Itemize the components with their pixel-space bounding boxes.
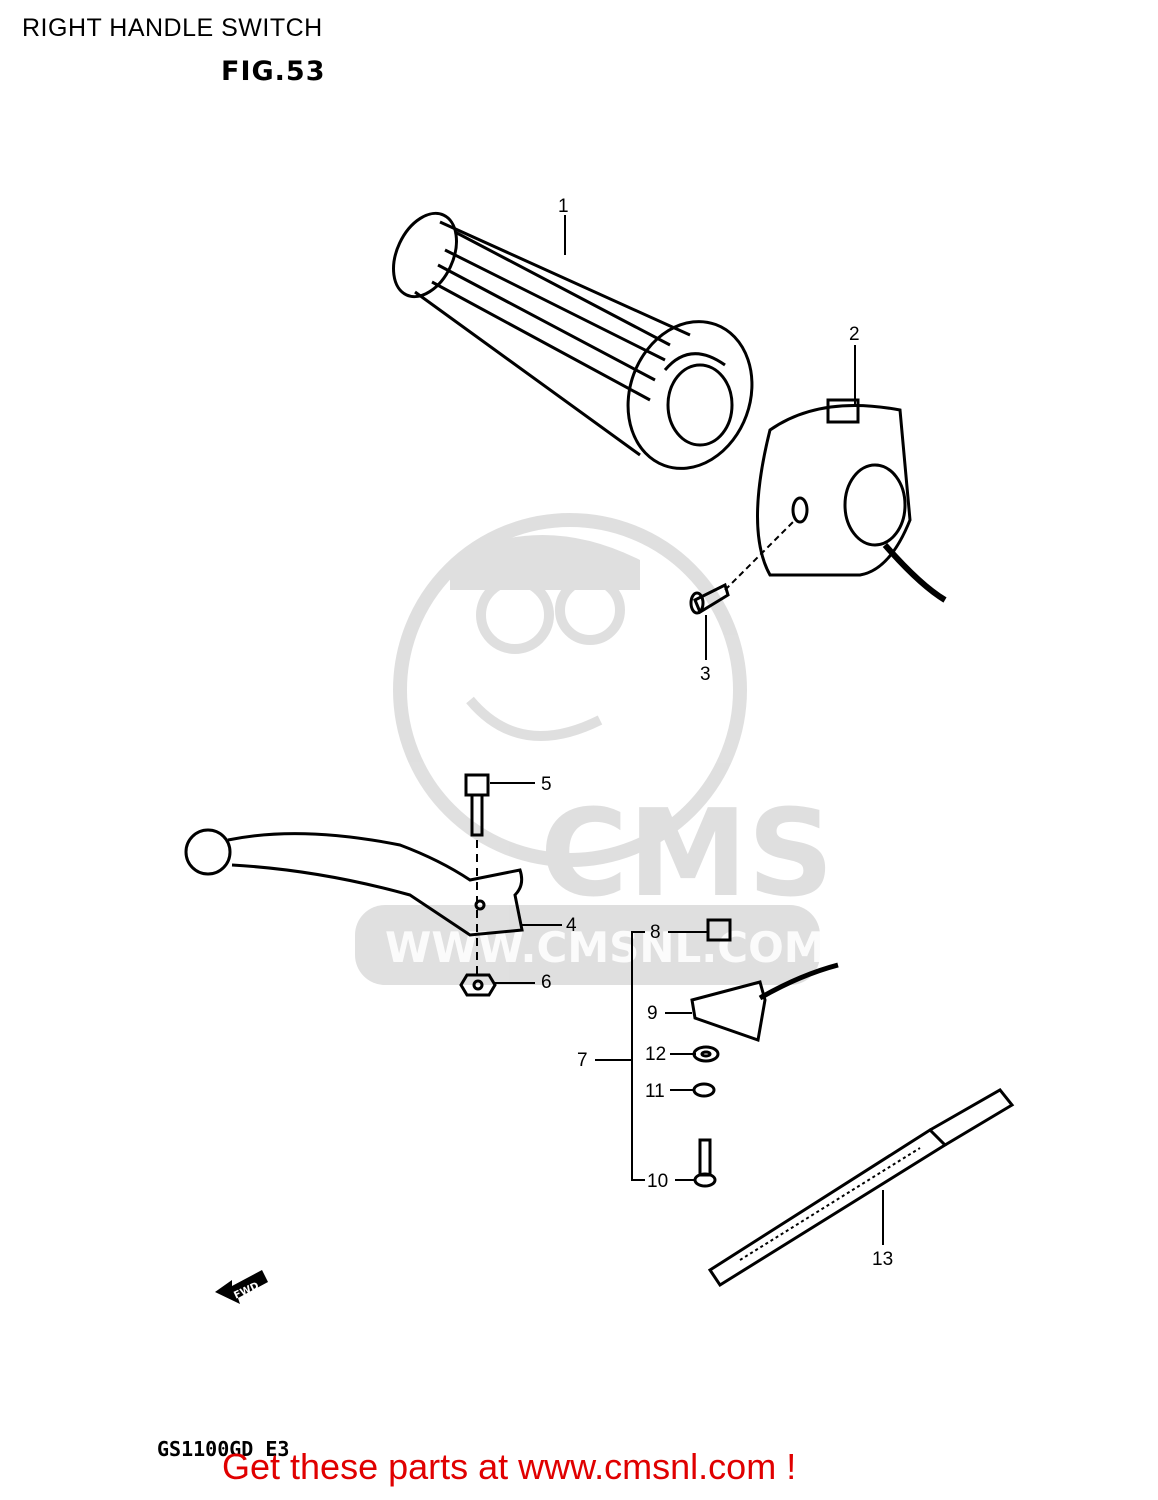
model-code: GS1100GD E3 (157, 1437, 290, 1461)
callout-10: 10 (647, 1171, 668, 1192)
fwd-arrow-icon: FWD (215, 1270, 268, 1304)
page-title: RIGHT HANDLE SWITCH (22, 14, 323, 42)
callout-3: 3 (700, 664, 711, 685)
callout-8: 8 (650, 922, 661, 943)
callout-9: 9 (647, 1003, 658, 1024)
watermark-brand: CMS (540, 785, 834, 924)
lever-nut (459, 973, 497, 997)
lever-pivot-bolt (464, 773, 490, 975)
cable-tie (707, 1088, 1015, 1288)
watermark-logo: CMS (355, 513, 834, 985)
callout-2: 2 (849, 324, 860, 345)
callout-numbers: 1 2 3 4 5 6 7 8 9 10 11 12 13 (541, 196, 893, 1270)
callout-1: 1 (558, 196, 569, 217)
callout-13: 13 (872, 1249, 893, 1270)
callout-12: 12 (645, 1044, 666, 1065)
assembly-bracket (595, 931, 645, 1181)
throttle-grip (392, 211, 754, 470)
switch-button (706, 918, 732, 942)
brake-lever (184, 828, 524, 937)
callout-11: 11 (645, 1081, 665, 1102)
callout-7: 7 (577, 1050, 588, 1071)
lock-washer (692, 1082, 716, 1098)
callout-5: 5 (541, 774, 552, 795)
callout-4: 4 (566, 915, 577, 936)
switch-body (690, 962, 839, 1042)
callout-6: 6 (541, 972, 552, 993)
watermark-url: WWW.CMSNL.COM (385, 923, 826, 972)
screw (689, 519, 796, 615)
footer-cta-link[interactable]: Get these parts at www.cmsnl.com ! (222, 1446, 797, 1487)
leader-lines (490, 215, 884, 1245)
figure-label: FIG.53 (221, 56, 326, 87)
washer (692, 1045, 720, 1063)
bracket-screw (693, 1138, 717, 1188)
handle-switch-housing (756, 398, 947, 603)
